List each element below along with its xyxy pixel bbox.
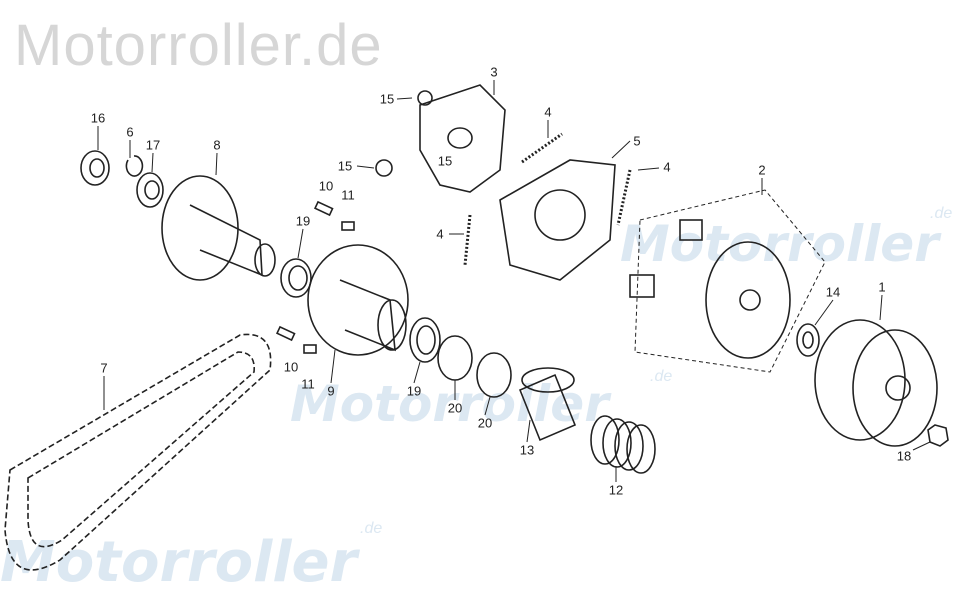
pin-11 (341, 221, 355, 231)
part-label: 18 (896, 448, 912, 464)
part-label: 4 (544, 104, 552, 120)
part-label: 19 (295, 213, 311, 229)
part-label: 3 (490, 64, 498, 80)
part-label: 16 (90, 110, 106, 126)
part-label: 14 (825, 284, 841, 300)
spring-12 (590, 415, 656, 474)
watermark-tld: .de (930, 205, 953, 222)
spring-4 (521, 132, 563, 164)
seal-19 (409, 317, 441, 363)
part-label: 12 (608, 482, 624, 498)
part-label: 5 (633, 133, 641, 149)
watermark-brand: Motorroller (290, 375, 609, 433)
part-label: 15 (437, 153, 453, 169)
part-label: 19 (406, 383, 422, 399)
spring-4 (616, 169, 632, 226)
part-label: 15 (379, 91, 395, 107)
clutch-bell-1 (814, 319, 938, 447)
part-label: 2 (758, 162, 766, 178)
part-label: 8 (213, 137, 221, 153)
part-label: 9 (327, 383, 335, 399)
washer-14 (796, 323, 820, 357)
nut-15 (417, 90, 433, 106)
clutch-plate-3 (419, 84, 506, 193)
nut-15 (375, 159, 393, 177)
seal-19 (280, 258, 312, 298)
part-label: 11 (301, 376, 315, 392)
watermark-brand: Motorroller (620, 215, 939, 273)
pin-11 (303, 344, 317, 354)
clutch-shoes-5 (499, 159, 616, 281)
part-label: 20 (447, 400, 463, 416)
pulley-fixed-8 (161, 175, 276, 281)
part-label: 17 (145, 137, 161, 153)
circlip-6 (125, 155, 144, 177)
pin-10 (313, 200, 334, 217)
watermark-tld: .de (360, 520, 383, 537)
drive-plate-2 (629, 219, 791, 359)
bearing-16 (80, 150, 110, 186)
part-label: 7 (100, 360, 108, 376)
pulley-sliding-9 (307, 244, 409, 356)
o-ring-20 (437, 335, 473, 381)
part-label: 11 (341, 187, 355, 203)
part-label: 6 (126, 124, 134, 140)
watermark-tld: .de (650, 368, 673, 385)
o-ring-20 (476, 352, 512, 398)
part-label: 10 (283, 359, 299, 375)
part-label: 20 (477, 415, 493, 431)
pin-10 (275, 325, 296, 342)
spring-4 (463, 214, 472, 266)
group-outline-2 (634, 189, 826, 373)
part-label: 4 (663, 159, 671, 175)
nut-18 (927, 424, 949, 447)
part-label: 1 (878, 279, 886, 295)
spring-seat-13 (518, 367, 577, 442)
part-label: 4 (436, 226, 444, 242)
drive-belt-7 (4, 333, 272, 571)
part-label: 13 (519, 442, 535, 458)
watermark-site: Motorroller.de (14, 13, 383, 78)
part-label: 10 (318, 178, 334, 194)
bearing-17 (136, 172, 164, 208)
part-label: 15 (337, 158, 353, 174)
